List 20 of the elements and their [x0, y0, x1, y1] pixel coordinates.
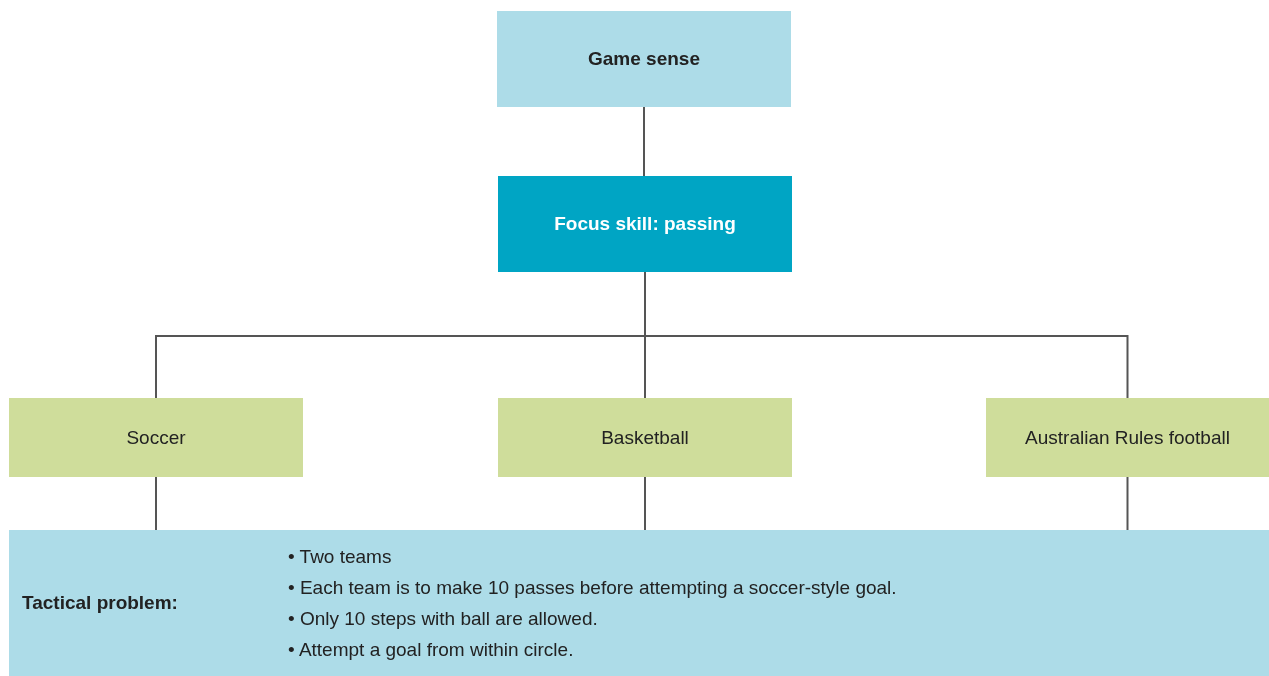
bullet-item: • Each team is to make 10 passes before attempting a soccer-style goal. [288, 576, 897, 600]
connector-line [643, 106, 645, 177]
panel-heading: Tactical problem: [22, 592, 179, 614]
bullet-item: • Two teams [288, 545, 393, 569]
connector-line [644, 476, 646, 531]
box-label: Game sense [588, 48, 700, 70]
box-label: Australian Rules football [1025, 426, 1230, 449]
box-label: Soccer [126, 426, 186, 449]
bullet-item: • Attempt a goal from within circle. [288, 638, 575, 662]
concept-box [497, 11, 791, 107]
concept-box [498, 398, 792, 477]
connector-line [155, 476, 157, 531]
bullet-item: • Only 10 steps with ball are allowed. [288, 607, 599, 631]
connector-line [1126, 476, 1129, 531]
box-label: Basketball [601, 426, 689, 449]
concept-box [9, 398, 303, 477]
tactical-problem-panel [9, 530, 1269, 676]
concept-box [498, 176, 792, 272]
concept-box [986, 398, 1269, 477]
box-label: Focus skill: passing [554, 213, 736, 235]
